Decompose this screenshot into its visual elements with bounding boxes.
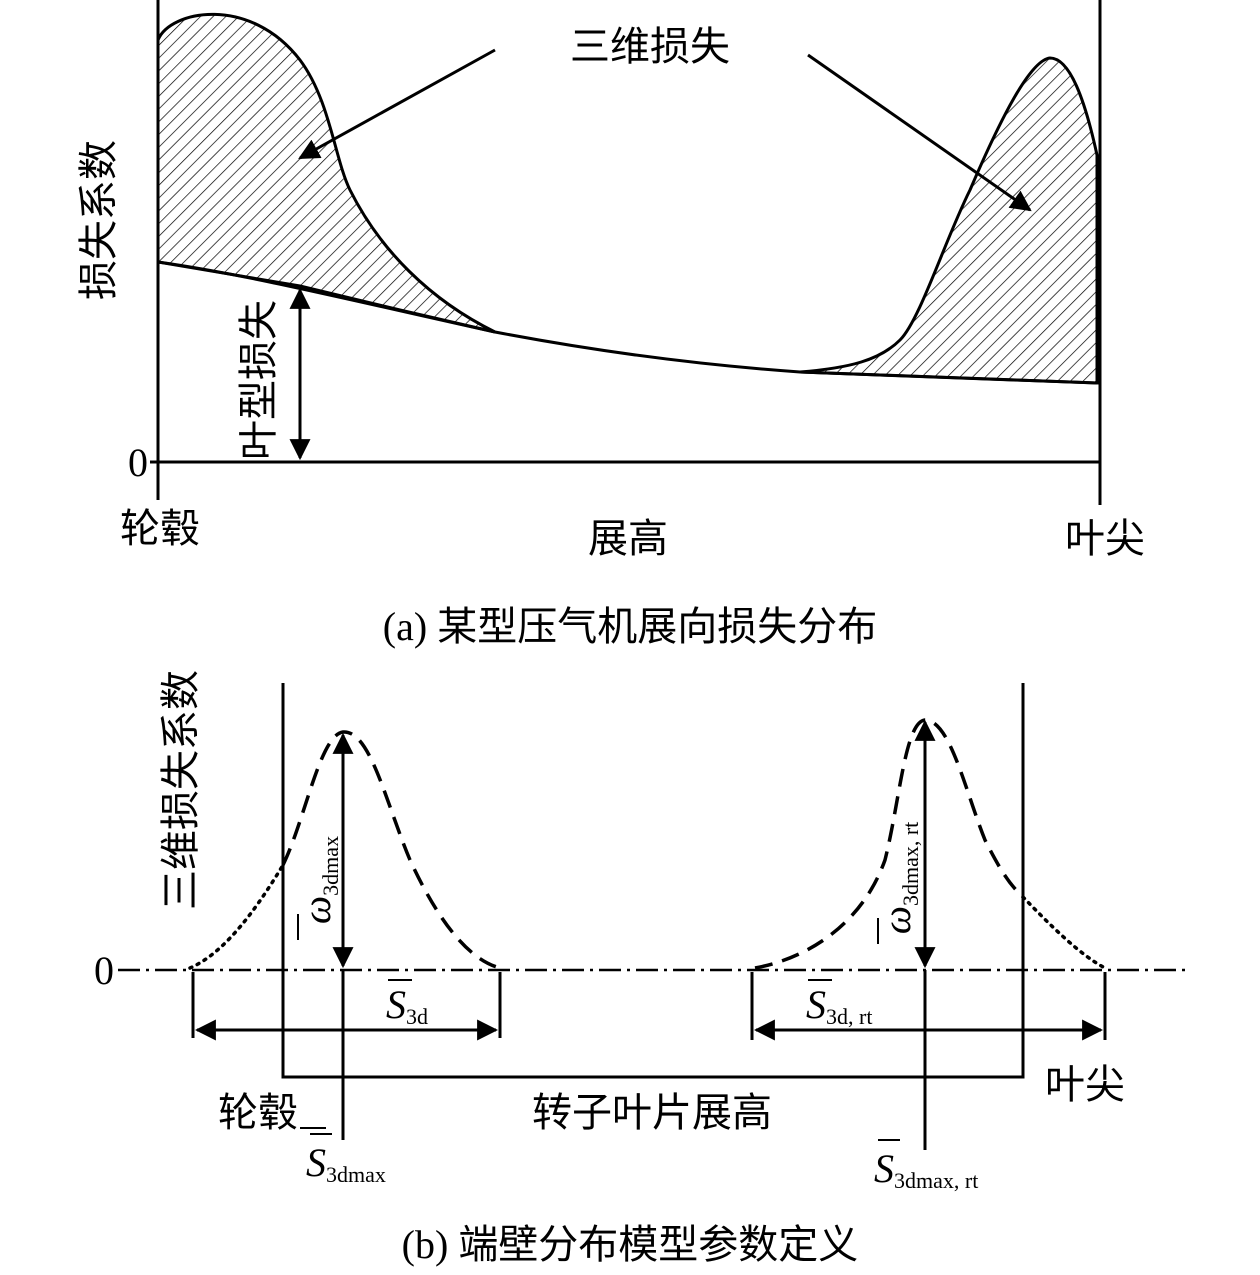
caption-a: (a) 某型压气机展向损失分布: [383, 604, 877, 649]
tip-3d-loss-region: [799, 56, 1099, 385]
x-axis-label-b: 转子叶片展高: [532, 1090, 772, 1135]
zero-label-b: 0: [94, 948, 114, 993]
s3dmax-label-hub: S3dmax: [306, 1133, 386, 1187]
omega-sub-tip: 3dmax, rt: [898, 822, 923, 906]
s3d-label-hub: S3d: [386, 979, 428, 1029]
y-axis-label-b: 三维损失系数: [158, 670, 203, 910]
hub-3d-loss-region: [156, 12, 496, 334]
s3dmax-label-tip: S3dmax, rt: [874, 1139, 978, 1193]
s3d-symbol-tip: S: [806, 982, 826, 1027]
omega-sub-hub: 3dmax: [318, 836, 343, 896]
caption-b: (b) 端壁分布模型参数定义: [402, 1222, 859, 1267]
svg-text:ω3dmax: ω3dmax: [294, 836, 343, 924]
hub-peak-dashed: [281, 730, 501, 970]
three-d-loss-arrow-hub: [298, 48, 496, 160]
omega-symbol-hub: ω: [294, 896, 339, 924]
svg-text:S3d: S3d: [386, 982, 428, 1029]
s3dmax-sub-tip: 3dmax, rt: [894, 1168, 978, 1193]
s3dmax-sub-hub: 3dmax: [326, 1162, 386, 1187]
panel-a: 三维损失 0 轮毂 展高 叶尖 损失系数 叶型损失 (a) 某型压气机展向损失分…: [76, 0, 1145, 649]
blade-span-frame: [281, 683, 1025, 1079]
hub-label-a: 轮毂: [120, 506, 200, 551]
hub-peak-dotted: [188, 863, 285, 970]
hub-label-b: 轮毂: [218, 1090, 298, 1135]
s3d-label-tip: S3d, rt: [806, 979, 872, 1029]
three-d-loss-arrow-tip: [807, 53, 1032, 212]
svg-text:S3dmax, rt: S3dmax, rt: [874, 1146, 978, 1193]
svg-text:S3d, rt: S3d, rt: [806, 982, 872, 1029]
x-axis-label-a: 展高: [588, 516, 668, 561]
s3d-sub-hub: 3d: [406, 1004, 428, 1029]
tip-peak-dotted: [1021, 895, 1107, 970]
omega-symbol-tip: ω: [874, 906, 919, 934]
profile-loss-label: 叶型损失: [236, 300, 281, 460]
three-d-loss-label: 三维损失: [570, 24, 730, 69]
svg-text:ω3dmax, rt: ω3dmax, rt: [874, 822, 923, 935]
zero-label-a: 0: [128, 440, 148, 485]
tip-label-b: 叶尖: [1045, 1062, 1125, 1107]
panel-b: ω3dmax ω3dmax, rt S3d S3d, rt S3: [94, 670, 1190, 1267]
tip-label-a: 叶尖: [1065, 516, 1145, 561]
omega-label-tip: ω3dmax, rt: [874, 822, 923, 944]
y-axis-label-a: 损失系数: [76, 140, 121, 300]
s3d-symbol-hub: S: [386, 982, 406, 1027]
svg-text:S3dmax: S3dmax: [306, 1140, 386, 1187]
s3dmax-symbol-hub: S: [306, 1140, 326, 1185]
s3dmax-symbol-tip: S: [874, 1146, 894, 1191]
omega-label-hub: ω3dmax: [294, 836, 343, 940]
s3d-sub-tip: 3d, rt: [826, 1004, 872, 1029]
